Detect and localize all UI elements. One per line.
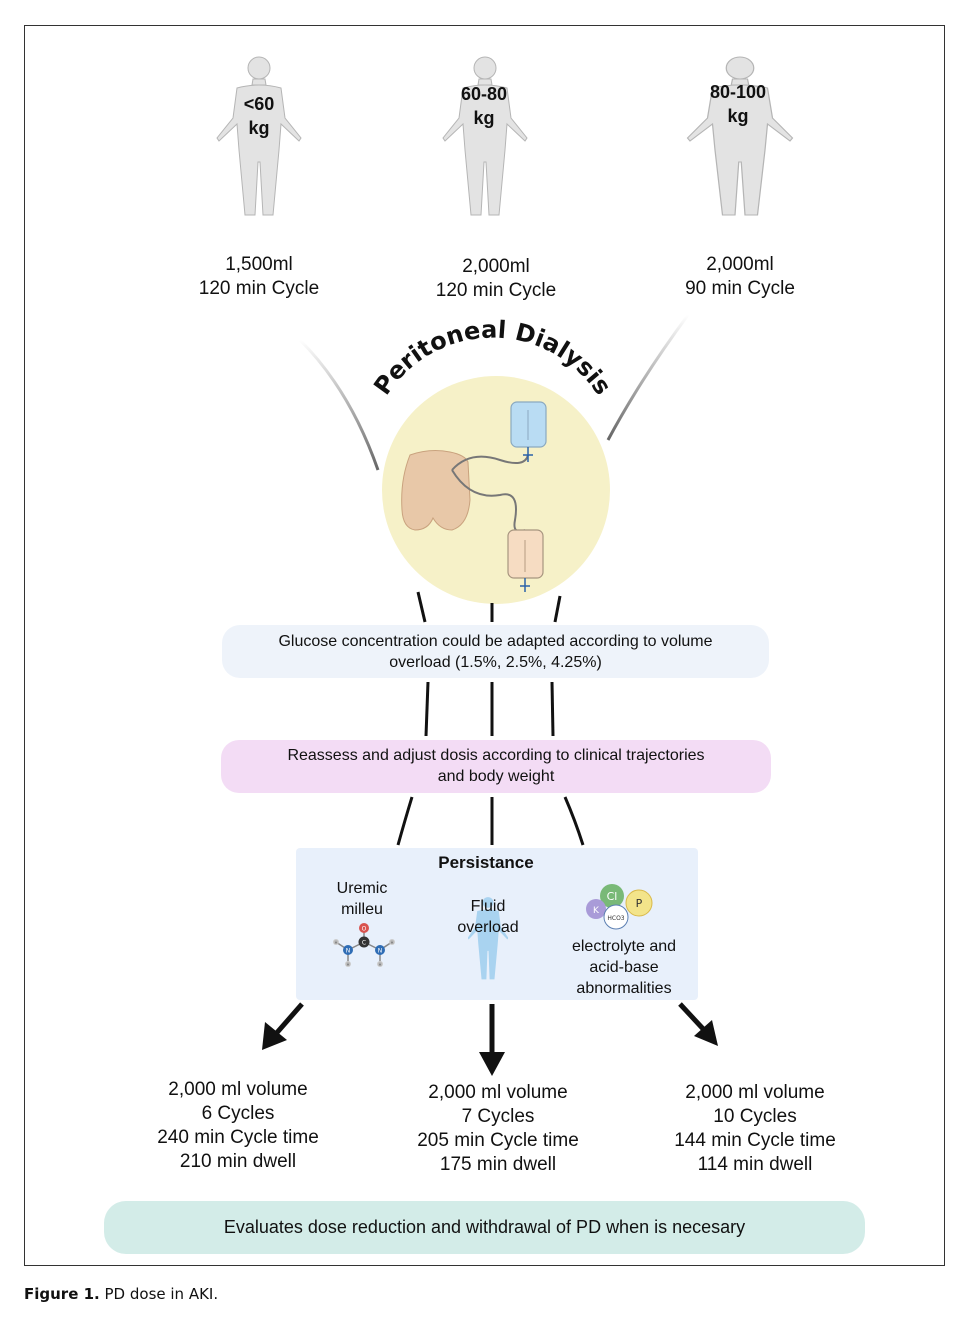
figure-frame — [24, 25, 945, 1266]
caption-text: PD dose in AKI. — [99, 1285, 219, 1303]
fluid-body-icon — [468, 897, 508, 980]
electrolyte-label: electrolyte and acid-base abnormalities — [571, 938, 677, 997]
molecule-icon: O C N N H H H H — [333, 923, 395, 967]
svg-text:N: N — [346, 948, 351, 955]
connector-line — [606, 314, 690, 441]
ions-icon: Cl P K HCO3 — [586, 884, 653, 930]
human-figure-icon — [442, 56, 528, 216]
connector-line — [298, 338, 380, 471]
arrow-down-icon — [479, 1004, 505, 1076]
svg-text:C: C — [362, 940, 366, 947]
svg-text:H: H — [378, 962, 381, 967]
dialysate-bag-icon — [510, 401, 547, 462]
caption-label: Figure 1. — [24, 1285, 100, 1303]
svg-text:P: P — [636, 897, 643, 910]
evaluate-box: Evaluates dose reduction and withdrawal … — [104, 1201, 865, 1254]
arrow-right-icon — [678, 1002, 718, 1046]
svg-text:K: K — [593, 906, 600, 916]
pd-circle — [382, 376, 610, 604]
svg-text:H: H — [346, 962, 349, 967]
persistance-title: Persistance — [438, 853, 534, 872]
svg-text:N: N — [378, 948, 383, 955]
figure-caption: Figure 1. PD dose in AKI. — [24, 1285, 218, 1303]
svg-text:HCO3: HCO3 — [607, 915, 624, 922]
flow-lines — [396, 591, 585, 846]
svg-text:H: H — [334, 940, 337, 945]
svg-text:Cl: Cl — [607, 890, 618, 903]
drain-bag-icon — [507, 529, 544, 592]
svg-text:H: H — [390, 940, 393, 945]
svg-text:O: O — [362, 926, 367, 933]
glucose-box: Glucose concentration could be adapted a… — [222, 625, 769, 678]
reassess-box: Reassess and adjust dosis according to c… — [221, 740, 771, 793]
arrow-left-icon — [262, 1002, 304, 1050]
